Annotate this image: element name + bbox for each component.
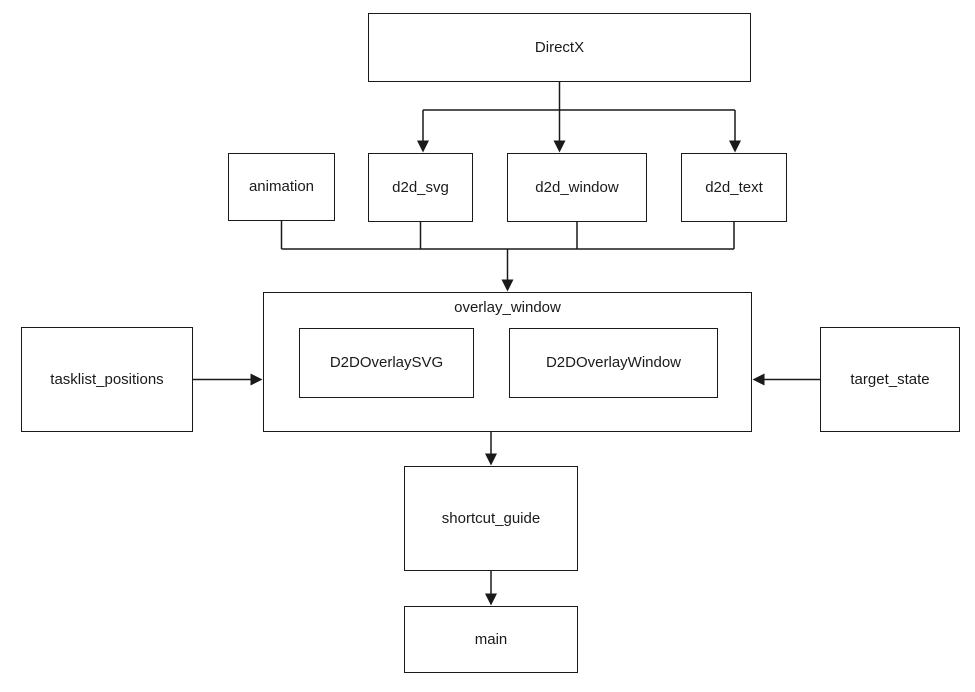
- node-main-label: main: [474, 630, 508, 648]
- node-d2d-text: d2d_text: [681, 153, 787, 222]
- arrowhead-to-overlay-window: [501, 279, 514, 292]
- arrowhead-to-d2d-window: [553, 140, 566, 153]
- arrowhead-to-d2d-svg: [417, 140, 429, 153]
- node-d2d-overlay-svg: D2DOverlaySVG: [299, 328, 474, 398]
- edge-lines: [193, 82, 820, 595]
- node-d2d-text-label: d2d_text: [705, 178, 763, 196]
- node-d2d-svg-label: d2d_svg: [392, 178, 449, 196]
- arrowhead-target-to-overlay: [752, 373, 765, 386]
- node-d2d-svg: d2d_svg: [368, 153, 473, 222]
- node-d2d-overlay-svg-label: D2DOverlaySVG: [329, 354, 444, 371]
- node-main: main: [404, 606, 578, 673]
- node-tasklist-positions: tasklist_positions: [21, 327, 193, 432]
- node-overlay-window: overlay_window D2DOverlaySVG D2DOverlayW…: [263, 292, 752, 432]
- node-directx: DirectX: [368, 13, 751, 82]
- node-animation-label: animation: [248, 178, 315, 195]
- node-animation: animation: [228, 153, 335, 221]
- edge-directx-fanout: [422, 82, 736, 142]
- node-target-state: target_state: [820, 327, 960, 432]
- arrowhead-tasklist-to-overlay: [250, 373, 263, 386]
- node-shortcut-guide-label: shortcut_guide: [441, 509, 541, 527]
- arrowhead-to-d2d-text: [729, 140, 741, 153]
- node-directx-label: DirectX: [534, 38, 585, 56]
- node-d2d-overlay-window-label: D2DOverlayWindow: [545, 354, 682, 371]
- arrowhead-to-main: [485, 593, 497, 606]
- node-tasklist-positions-label: tasklist_positions: [50, 370, 164, 388]
- node-d2d-window: d2d_window: [507, 153, 647, 222]
- node-overlay-window-label: overlay_window: [454, 299, 561, 316]
- arrowhead-to-shortcut-guide: [485, 453, 497, 466]
- edge-arrowheads: [250, 140, 765, 606]
- edge-row2-merge: [280, 221, 735, 281]
- node-target-state-label: target_state: [850, 370, 930, 388]
- node-d2d-overlay-window: D2DOverlayWindow: [509, 328, 718, 398]
- node-d2d-window-label: d2d_window: [535, 178, 619, 196]
- node-shortcut-guide: shortcut_guide: [404, 466, 578, 571]
